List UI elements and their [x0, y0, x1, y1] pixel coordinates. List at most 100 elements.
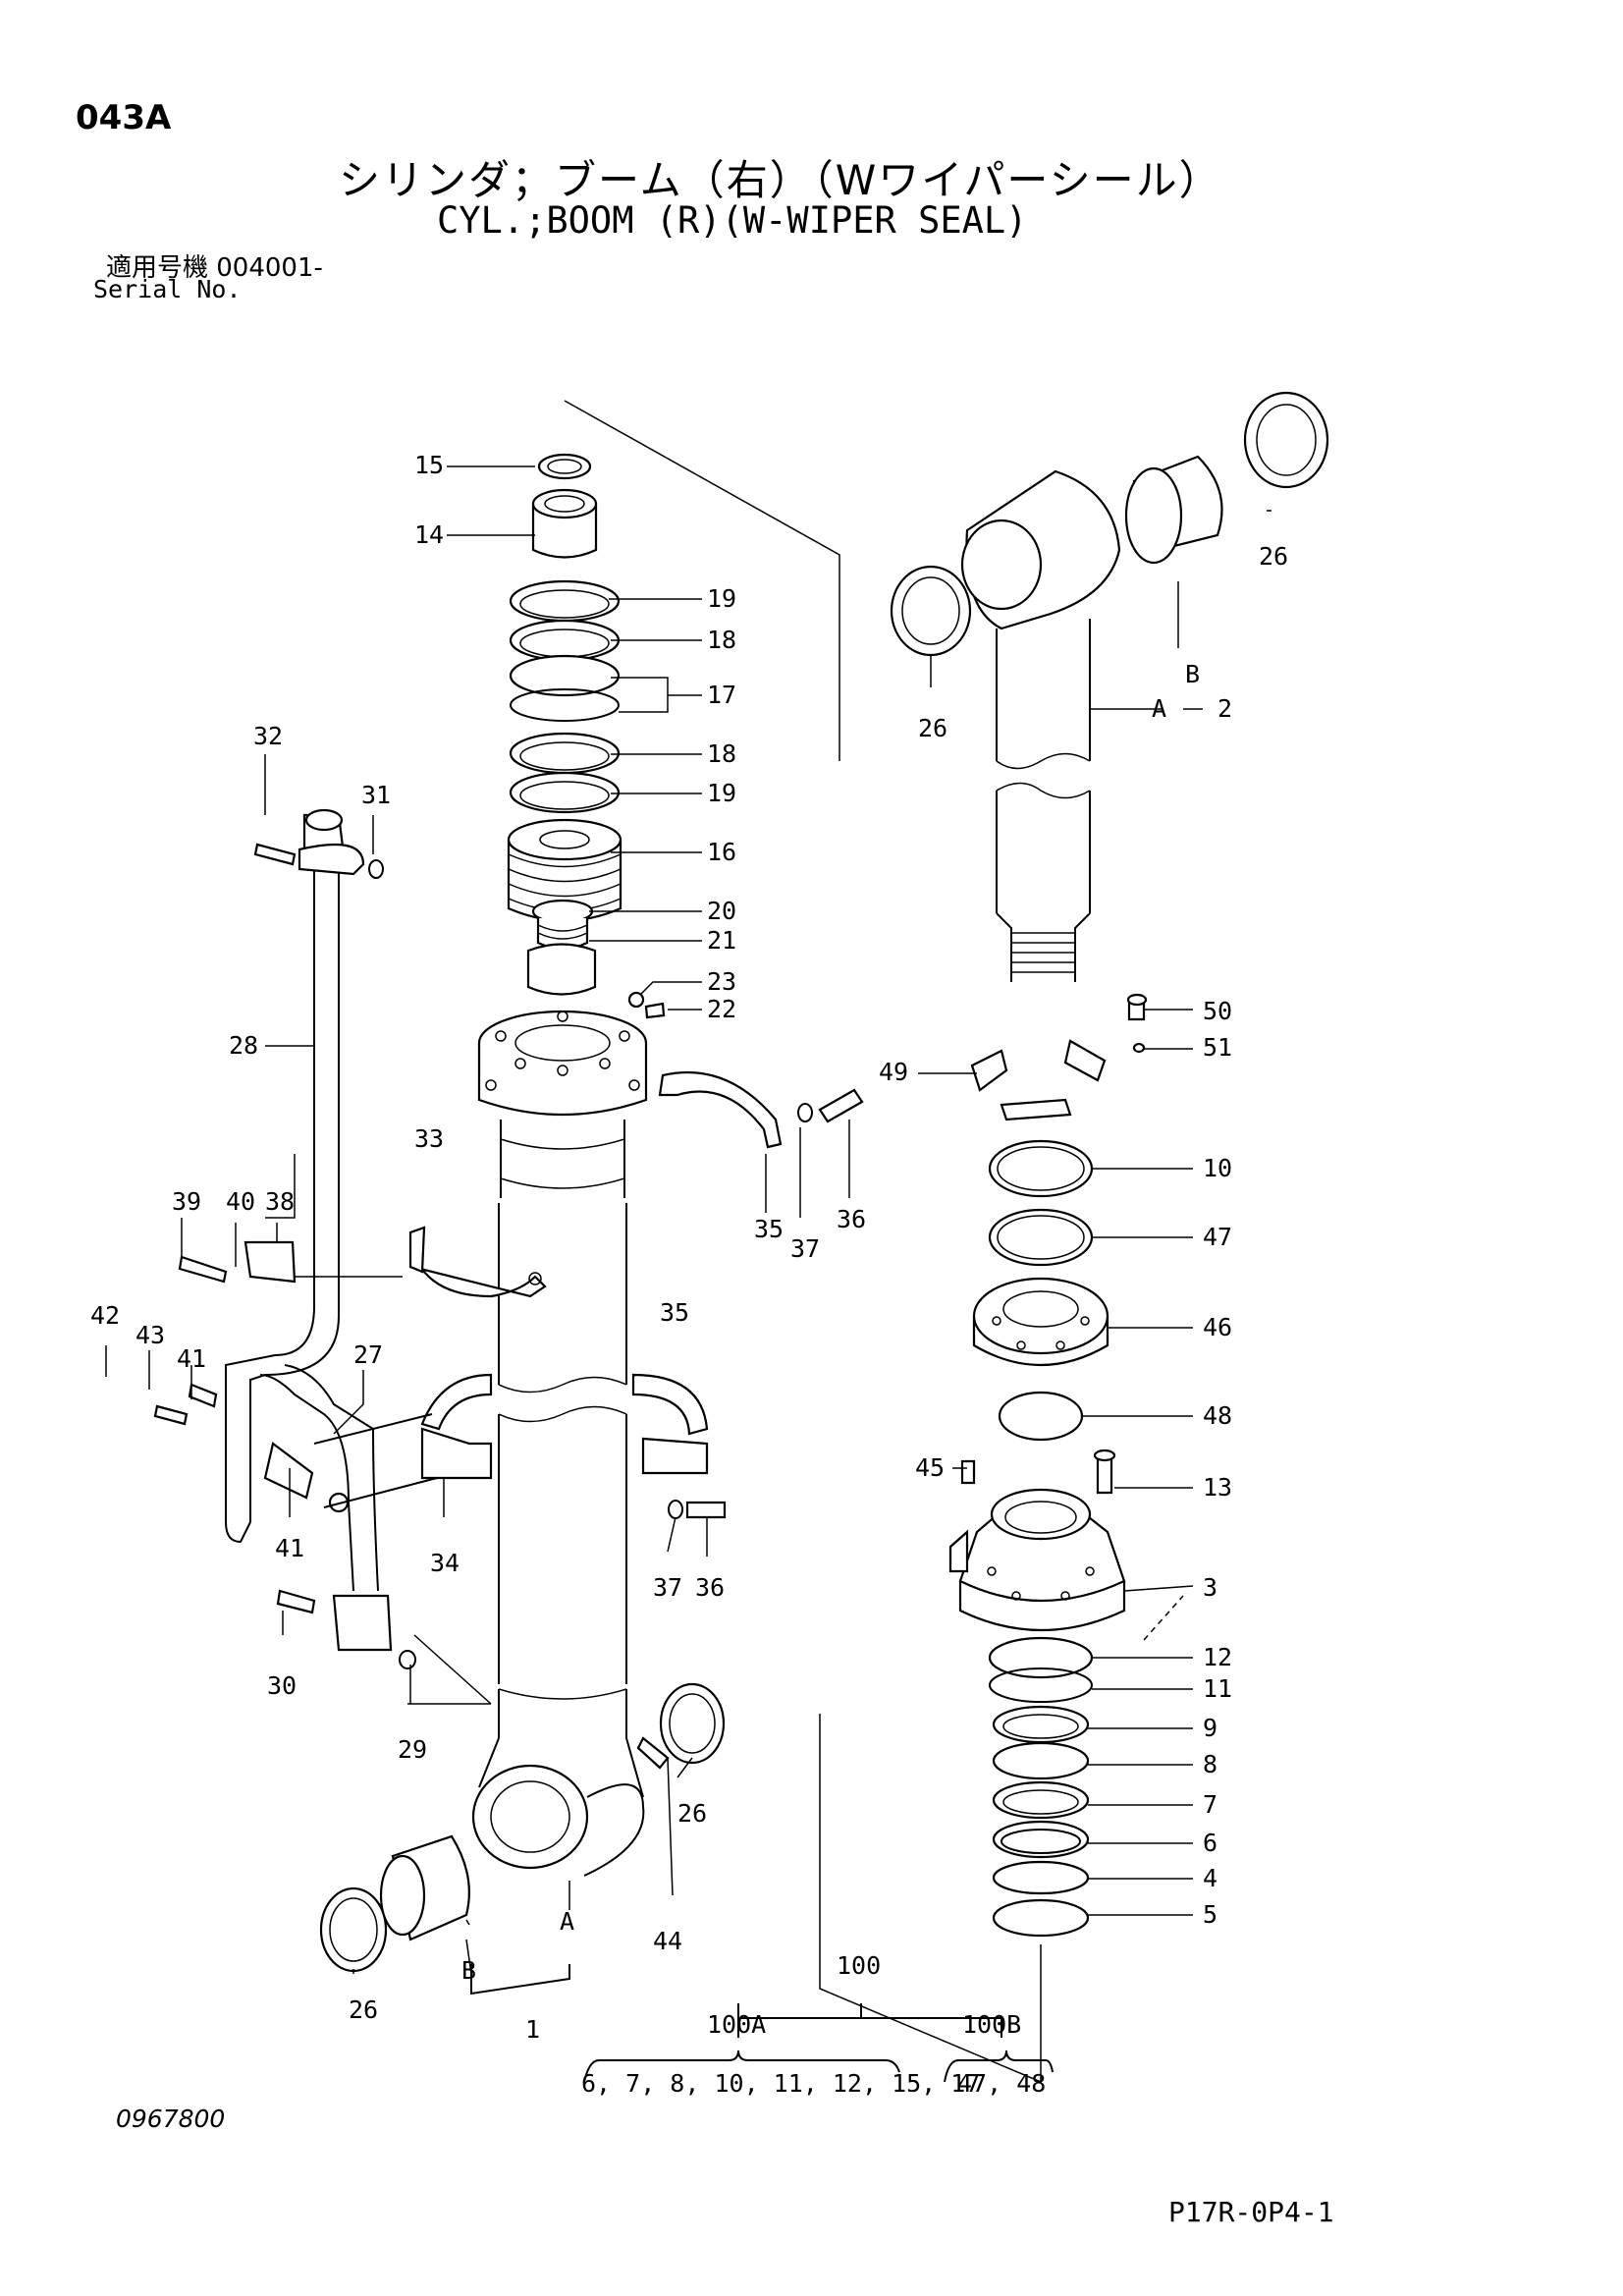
callout-26: 26	[1259, 542, 1288, 571]
callout-33: 33	[414, 1124, 444, 1153]
part-nut-assembly	[526, 899, 666, 1019]
kit-100a-parts: 6, 7, 8, 10, 11, 12, 15, 17	[581, 2069, 980, 2098]
callout-30: 30	[267, 1671, 297, 1700]
callout-19: 19	[707, 779, 736, 807]
callout-35: 35	[754, 1215, 784, 1243]
part-bushing	[531, 488, 598, 559]
document-number: 0967800	[116, 2105, 226, 2133]
seal-rings-upper	[509, 579, 621, 814]
title-english: CYL.;BOOM (R)(W-WIPER SEAL)	[437, 199, 1028, 242]
callout-16: 16	[707, 838, 736, 866]
callout-23: 23	[707, 967, 736, 996]
callout-4: 4	[1203, 1864, 1217, 1892]
kit-labels: 100 100A 100B 6, 7, 8, 10, 11, 12, 15, 1…	[581, 1951, 1046, 2098]
cylinder-tube	[471, 1010, 648, 1877]
callout-26: 26	[677, 1799, 707, 1828]
part-rod-cover	[948, 1488, 1126, 1632]
callout-18: 18	[707, 739, 736, 768]
title-japanese: シリンダ；ブーム（右）（Wワイパーシール）	[339, 156, 1222, 204]
callout-47: 47	[1203, 1223, 1232, 1251]
callout-1: 1	[525, 2015, 540, 2044]
seal-rings-right-upper	[988, 1139, 1094, 1267]
callout-38: 38	[265, 1187, 295, 1216]
callout-14: 14	[414, 520, 444, 549]
callout-9: 9	[1203, 1714, 1217, 1742]
part-piston	[507, 818, 622, 922]
part-lock-plates	[970, 1039, 1107, 1121]
callout-32: 32	[253, 722, 283, 750]
callout-37: 37	[653, 1573, 682, 1602]
kit-100: 100	[837, 1951, 881, 1980]
callout-42: 42	[90, 1301, 120, 1330]
callout-39: 39	[172, 1187, 201, 1216]
page-reference: P17R-0P4-1	[1168, 2196, 1334, 2228]
callout-36: 36	[837, 1205, 866, 1233]
serial-label-english: Serial No.	[93, 275, 242, 303]
callout-11: 11	[1203, 1674, 1232, 1703]
seal-rings-right-lower	[988, 1636, 1094, 1938]
callout-15: 15	[414, 451, 444, 479]
return-pipe	[259, 1364, 416, 1669]
callout-7: 7	[1203, 1790, 1217, 1819]
kit-100a: 100A	[707, 2010, 766, 2039]
part-small-bolts	[1126, 993, 1148, 1054]
callout-49: 49	[879, 1058, 908, 1086]
callout-5: 5	[1203, 1900, 1217, 1929]
hydraulic-pipe	[225, 808, 384, 1544]
callout-29: 29	[398, 1735, 427, 1764]
pipe-clamps-left	[153, 1240, 438, 1513]
callout-labels: 15 14 19 18 17 18 19 16 20 21 23 22 32 3…	[90, 451, 1288, 2044]
callout-36: 36	[695, 1573, 725, 1602]
pin-bushings-lower	[319, 1682, 726, 1973]
callout-46: 46	[1203, 1313, 1232, 1341]
callout-A: A	[1152, 694, 1166, 723]
page-code: 043A	[76, 98, 172, 137]
callout-10: 10	[1203, 1154, 1232, 1182]
callout-34: 34	[430, 1549, 460, 1577]
callout-37: 37	[790, 1234, 820, 1263]
callout-A: A	[560, 1907, 574, 1936]
callout-51: 51	[1203, 1033, 1232, 1062]
callout-22: 22	[707, 995, 736, 1023]
callout-2: 2	[1217, 694, 1232, 723]
callout-43: 43	[135, 1321, 165, 1349]
part-dust-seal	[537, 453, 592, 480]
callout-21: 21	[707, 926, 736, 955]
kit-brackets	[470, 1964, 1054, 2083]
assembly-lines	[407, 400, 1184, 2084]
callout-50: 50	[1203, 997, 1232, 1025]
callout-12: 12	[1203, 1643, 1232, 1671]
callout-45: 45	[915, 1453, 945, 1482]
piston-rod	[890, 391, 1329, 982]
part-fitting-and-bolt	[960, 1449, 1116, 1495]
band-clamp-upper	[408, 1070, 783, 1298]
callout-41: 41	[275, 1534, 304, 1562]
callout-31: 31	[361, 781, 391, 809]
callout-20: 20	[707, 897, 736, 925]
callout-3: 3	[1203, 1573, 1217, 1602]
callout-26: 26	[349, 1995, 378, 2024]
callout-26: 26	[918, 714, 947, 742]
callout-41: 41	[177, 1344, 206, 1373]
callout-18: 18	[707, 626, 736, 654]
callout-27: 27	[353, 1340, 383, 1369]
callout-B: B	[1185, 660, 1200, 688]
callout-19: 19	[707, 584, 736, 613]
callout-40: 40	[226, 1187, 255, 1216]
callout-13: 13	[1203, 1473, 1232, 1502]
callout-17: 17	[707, 681, 736, 709]
kit-100b: 100B	[962, 2010, 1021, 2039]
callout-48: 48	[1203, 1401, 1232, 1430]
callout-6: 6	[1203, 1829, 1217, 1857]
callout-B: B	[461, 1956, 476, 1985]
callout-44: 44	[653, 1927, 682, 1955]
callout-28: 28	[229, 1031, 258, 1060]
part-o-ring	[998, 1391, 1084, 1442]
bolts-right	[636, 1088, 864, 1770]
callout-8: 8	[1203, 1750, 1217, 1778]
callout-35: 35	[660, 1298, 689, 1327]
serial-label-japanese: 適用号機 004001-	[106, 253, 323, 283]
part-flange-cover	[972, 1277, 1109, 1366]
band-clamp-lower	[420, 1373, 709, 1480]
